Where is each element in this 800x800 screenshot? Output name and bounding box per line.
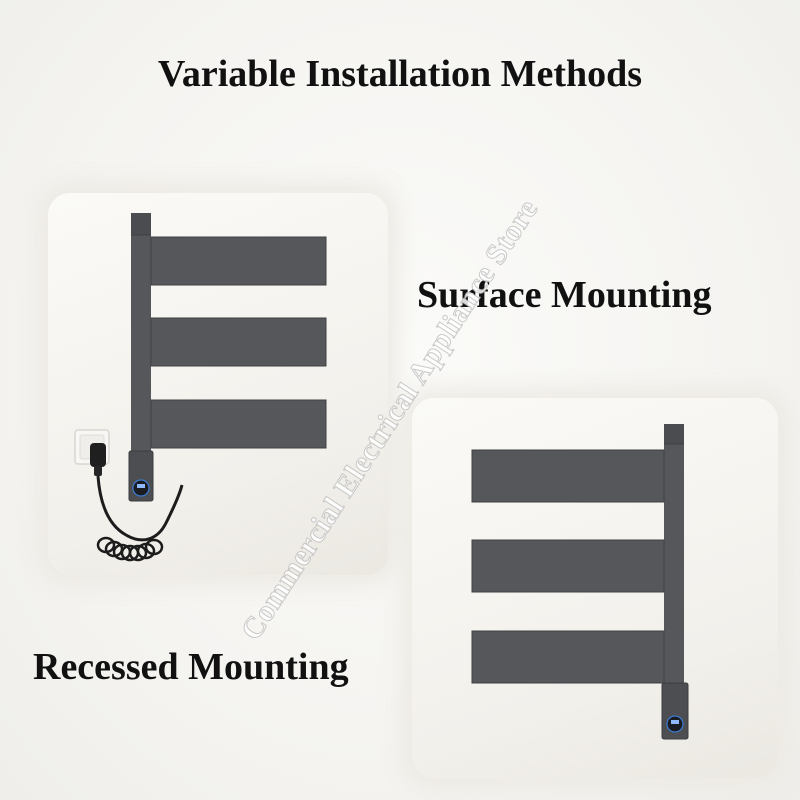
towel-bar-bottom <box>150 399 327 449</box>
towel-bar-middle <box>150 317 327 367</box>
digital-display-icon <box>666 715 684 733</box>
recessed-mounting-label: Recessed Mounting <box>33 646 349 688</box>
towel-bar-top <box>471 449 665 503</box>
surface-mounting-label: Surface Mounting <box>417 274 712 316</box>
coiled-cable <box>96 536 164 562</box>
vertical-rail <box>664 424 684 716</box>
power-plug-icon <box>90 443 106 476</box>
towel-bar-bottom <box>471 630 665 684</box>
towel-bar-middle <box>471 539 665 593</box>
digital-display-icon <box>132 479 150 497</box>
vertical-rail <box>131 213 151 493</box>
power-cable <box>96 475 184 542</box>
towel-bar-top <box>150 236 327 286</box>
recessed-towel-rack-illustration <box>74 213 327 562</box>
surface-towel-rack-illustration <box>471 424 689 740</box>
page-title: Variable Installation Methods <box>157 53 643 95</box>
